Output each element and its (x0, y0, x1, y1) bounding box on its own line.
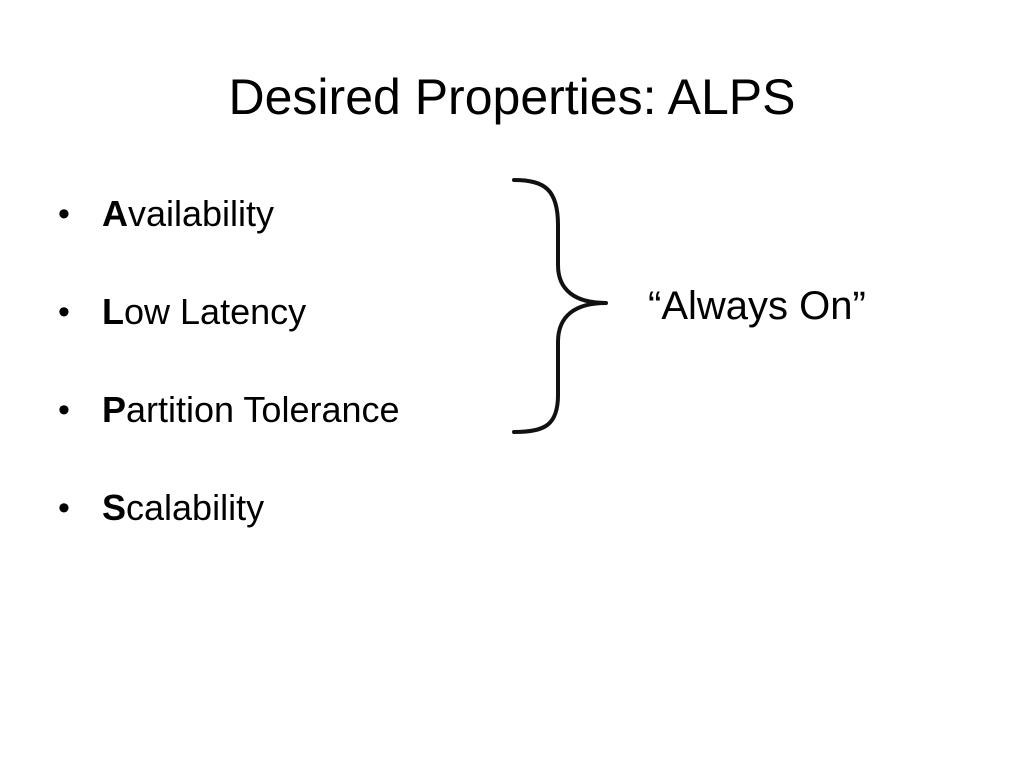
bullet-dot-icon: • (58, 489, 70, 527)
bullet-initial: P (102, 389, 127, 430)
slide-title: Desired Properties: ALPS (228, 69, 796, 125)
bullet-partition-tolerance: • Partition Tolerance (58, 386, 400, 484)
bullet-low-latency: • Low Latency (58, 288, 400, 386)
bullet-text: ow Latency (124, 291, 307, 332)
bullet-list: • Availability • Low Latency • Partition… (58, 190, 400, 582)
bullet-availability: • Availability (58, 190, 400, 288)
bullet-dot-icon: • (58, 391, 70, 429)
right-curly-brace-icon (512, 178, 608, 434)
bullet-text: vailability (128, 193, 275, 234)
bullet-initial: S (102, 487, 127, 528)
bullet-text: artition Tolerance (126, 389, 400, 430)
bullet-scalability: • Scalability (58, 484, 400, 582)
bullet-text: calability (126, 487, 265, 528)
bullet-initial: L (102, 291, 124, 332)
always-on-label: “Always On” (648, 284, 866, 328)
bullet-dot-icon: • (58, 293, 70, 331)
bullet-dot-icon: • (58, 195, 70, 233)
bullet-initial: A (102, 193, 128, 234)
